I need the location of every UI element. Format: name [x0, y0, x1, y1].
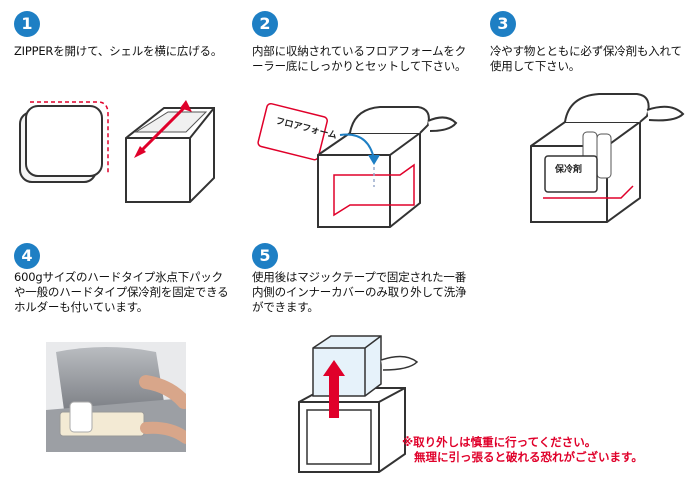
caution-note-line-2: 無理に引っ張ると破れる恐れがございます。 — [414, 450, 643, 464]
caution-note-line-1: ※取り外しは慎重に行ってください。 — [402, 435, 597, 449]
step-3-illustration: 保冷剤 — [530, 93, 685, 223]
step-5-illustration — [298, 335, 419, 473]
step-number-badge: 2 — [252, 11, 278, 37]
step-number-badge: 5 — [252, 243, 278, 269]
step-description: ZIPPERを開けて、シェルを横に広げる。 — [14, 44, 223, 58]
step-number-badge: 3 — [490, 11, 516, 37]
step-description: 使用後はマジックテープで固定された一番内側のインナーカバーのみ取り外して洗浄がで… — [252, 270, 467, 314]
step-2-illustration: フロアフォーム — [257, 102, 458, 228]
step-number-badge: 1 — [14, 11, 40, 37]
step-description: 内部に収納されているフロアフォームをクーラー底にしっかりとセットして下さい。 — [252, 44, 467, 73]
step-description: 600gサイズのハードタイプ氷点下パックや一般のハードタイプ保冷剤を固定できるホ… — [14, 270, 229, 314]
ice-pack-label: 保冷剤 — [554, 163, 582, 175]
step-1-illustration — [19, 100, 215, 203]
step-description: 冷やす物とともに必ず保冷剤も入れて使用して下さい。 — [490, 44, 682, 73]
step-4-photo — [46, 342, 186, 452]
step-number-badge: 4 — [14, 243, 40, 269]
